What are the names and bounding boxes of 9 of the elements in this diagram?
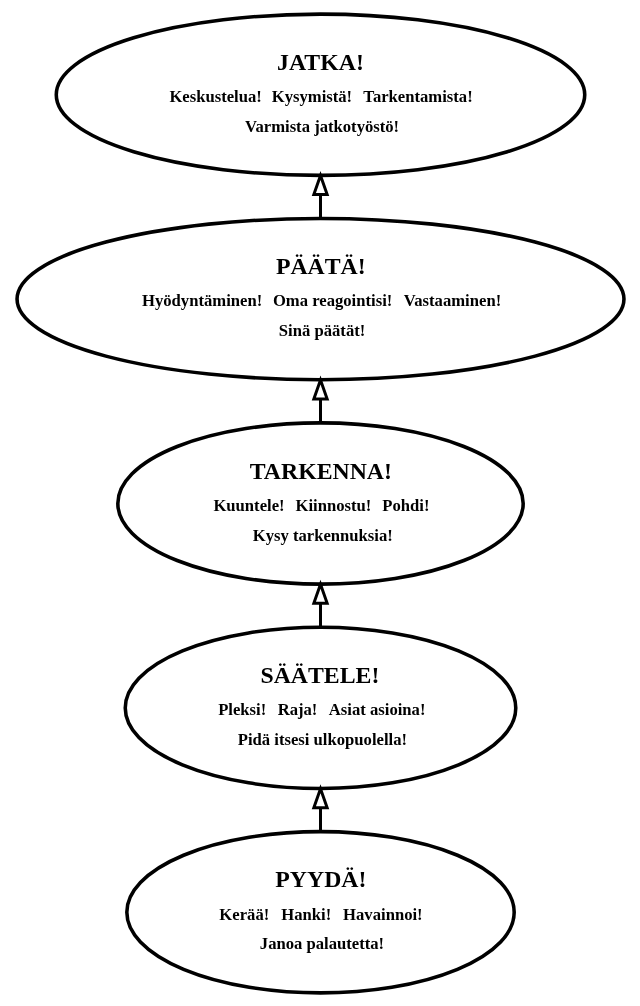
node-ellipse: PÄÄTÄ! Hyödyntäminen! Oma reagointisi! Vastaaminen! Sinä päätät! xyxy=(14,216,626,382)
node-ellipse: TARKENNA! Kuuntele! Kiinnostu! Pohdi! Kysy tarkennuksia! xyxy=(115,420,525,586)
arrow xyxy=(311,579,329,627)
node-ellipse: SÄÄTELE! Pleksi! Raja! Asiat asioina! Pidä itsesi ulkopuolella! xyxy=(122,624,518,790)
arrow xyxy=(311,374,329,422)
arrow xyxy=(311,170,329,218)
node-ellipse: PYYDÄ! Kerää! Hanki! Havainnoi! Janoa palautetta! xyxy=(124,829,516,995)
arrow xyxy=(311,783,329,831)
node-ellipse: JATKA! Keskustelua! Kysymistä! Tarkentamista! Varmista jatkotyöstö! xyxy=(54,11,587,177)
